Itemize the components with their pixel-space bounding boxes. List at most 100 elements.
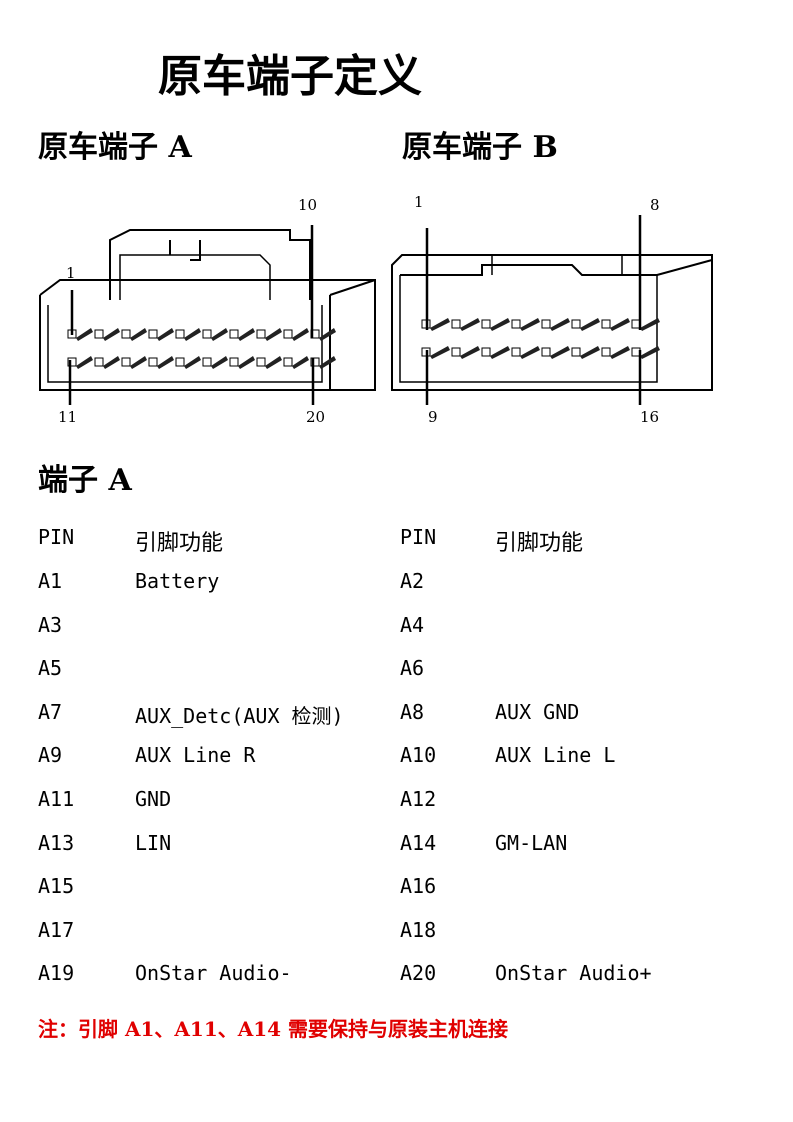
function-cell: OnStar Audio+ [495, 961, 652, 985]
pin-label-b9: 9 [428, 408, 438, 426]
pin-terminal [202, 357, 212, 367]
pin-blade [184, 328, 201, 341]
pin-cell: A7 [38, 700, 63, 724]
function-cell: Battery [135, 569, 220, 593]
pin-blade [640, 318, 660, 331]
pin-terminal [67, 357, 77, 367]
pin-cell: A16 [400, 874, 437, 898]
pin-blade [76, 328, 93, 341]
function-cell: AUX_Detc(AUX 检测) [135, 704, 344, 728]
header-pin-right: PIN [400, 525, 437, 549]
function-cell: LIN [135, 831, 172, 855]
pin-terminal [571, 319, 581, 329]
pin-blade [238, 356, 255, 369]
pin-terminal [541, 347, 551, 357]
pin-blade [157, 328, 174, 341]
pin-terminal [148, 357, 158, 367]
pin-terminal [511, 319, 521, 329]
pin-cell: A1 [38, 569, 63, 593]
pin-cell: A10 [400, 743, 437, 767]
pin-cell: A8 [400, 700, 425, 724]
pin-blade [580, 318, 600, 331]
function-cell: AUX Line R [135, 743, 256, 767]
pin-blade [157, 356, 174, 369]
function-cell: OnStar Audio- [135, 961, 292, 985]
pin-cell: A15 [38, 874, 75, 898]
pin-cell: A9 [38, 743, 63, 767]
table-row: A1 Battery A2 [0, 569, 793, 599]
pin-terminal [121, 329, 131, 339]
pin-terminal [256, 357, 266, 367]
pin-cell: A2 [400, 569, 425, 593]
pin-blade [610, 318, 630, 331]
pin-blade [265, 328, 282, 341]
pin-blade [319, 328, 336, 341]
function-cell: AUX GND [495, 700, 580, 724]
function-cell: AUX Line L [495, 743, 616, 767]
pin-blade [184, 356, 201, 369]
pin-label-11: 11 [58, 408, 77, 426]
section-heading: 端子 A [38, 463, 132, 498]
table-row: A9 AUX Line R A10 AUX Line L [0, 743, 793, 773]
pin-terminal [310, 357, 320, 367]
pin-cell: A19 [38, 961, 75, 985]
pin-blade [520, 318, 540, 331]
pin-cell: A4 [400, 613, 425, 637]
header-pin-left: PIN [38, 525, 75, 549]
pin-blade [610, 346, 630, 359]
pin-terminal [541, 319, 551, 329]
pin-blade [580, 346, 600, 359]
pin-terminal [94, 357, 104, 367]
table-row: A3 A4 [0, 613, 793, 643]
pin-terminal [601, 319, 611, 329]
pin-terminal [175, 357, 185, 367]
pin-label-1: 1 [66, 264, 76, 282]
connector-b-diagram: 1 8 9 16 [391, 193, 713, 426]
pin-blade [430, 318, 450, 331]
header-function-left: 引脚功能 [135, 531, 224, 556]
page-title: 原车端子定义 [158, 51, 422, 102]
pin-terminal [148, 329, 158, 339]
pin-blade [550, 318, 570, 331]
pin-label-20: 20 [306, 408, 325, 426]
pin-terminal [202, 329, 212, 339]
pin-blade [460, 346, 480, 359]
pin-blade [319, 356, 336, 369]
pin-cell: A11 [38, 787, 75, 811]
pin-cell: A12 [400, 787, 437, 811]
table-row: A7 AUX_Detc(AUX 检测) A8 AUX GND [0, 700, 793, 730]
pin-blade [430, 346, 450, 359]
pin-terminal [175, 329, 185, 339]
pin-terminal [256, 329, 266, 339]
pin-blade [292, 328, 309, 341]
pin-cell: A3 [38, 613, 63, 637]
table-header: PIN 引脚功能 PIN 引脚功能 [0, 525, 793, 556]
pin-terminal [571, 347, 581, 357]
pin-blade [76, 356, 93, 369]
pin-blade [130, 356, 147, 369]
pin-blade [520, 346, 540, 359]
table-row: A15 A16 [0, 874, 793, 904]
pin-cell: A13 [38, 831, 75, 855]
pin-blade [550, 346, 570, 359]
pin-blade [211, 356, 228, 369]
connector-b-heading: 原车端子 B [402, 130, 558, 165]
pin-terminal [601, 347, 611, 357]
pin-cell: A5 [38, 656, 63, 680]
pin-cell: A18 [400, 918, 437, 942]
pin-terminal [94, 329, 104, 339]
pin-cell: A14 [400, 831, 437, 855]
pin-label-b1: 1 [414, 193, 424, 211]
note-text: 注：引脚 A1、A11、A14 需要保持与原装主机连接 [38, 1017, 509, 1041]
pin-terminal [229, 329, 239, 339]
pin-blade [265, 356, 282, 369]
connector-a-heading: 原车端子 A [38, 130, 192, 165]
pin-terminal [121, 357, 131, 367]
pin-blade [211, 328, 228, 341]
pin-terminal [283, 357, 293, 367]
pin-label-b16: 16 [640, 408, 659, 426]
header-function-right: 引脚功能 [495, 531, 584, 556]
